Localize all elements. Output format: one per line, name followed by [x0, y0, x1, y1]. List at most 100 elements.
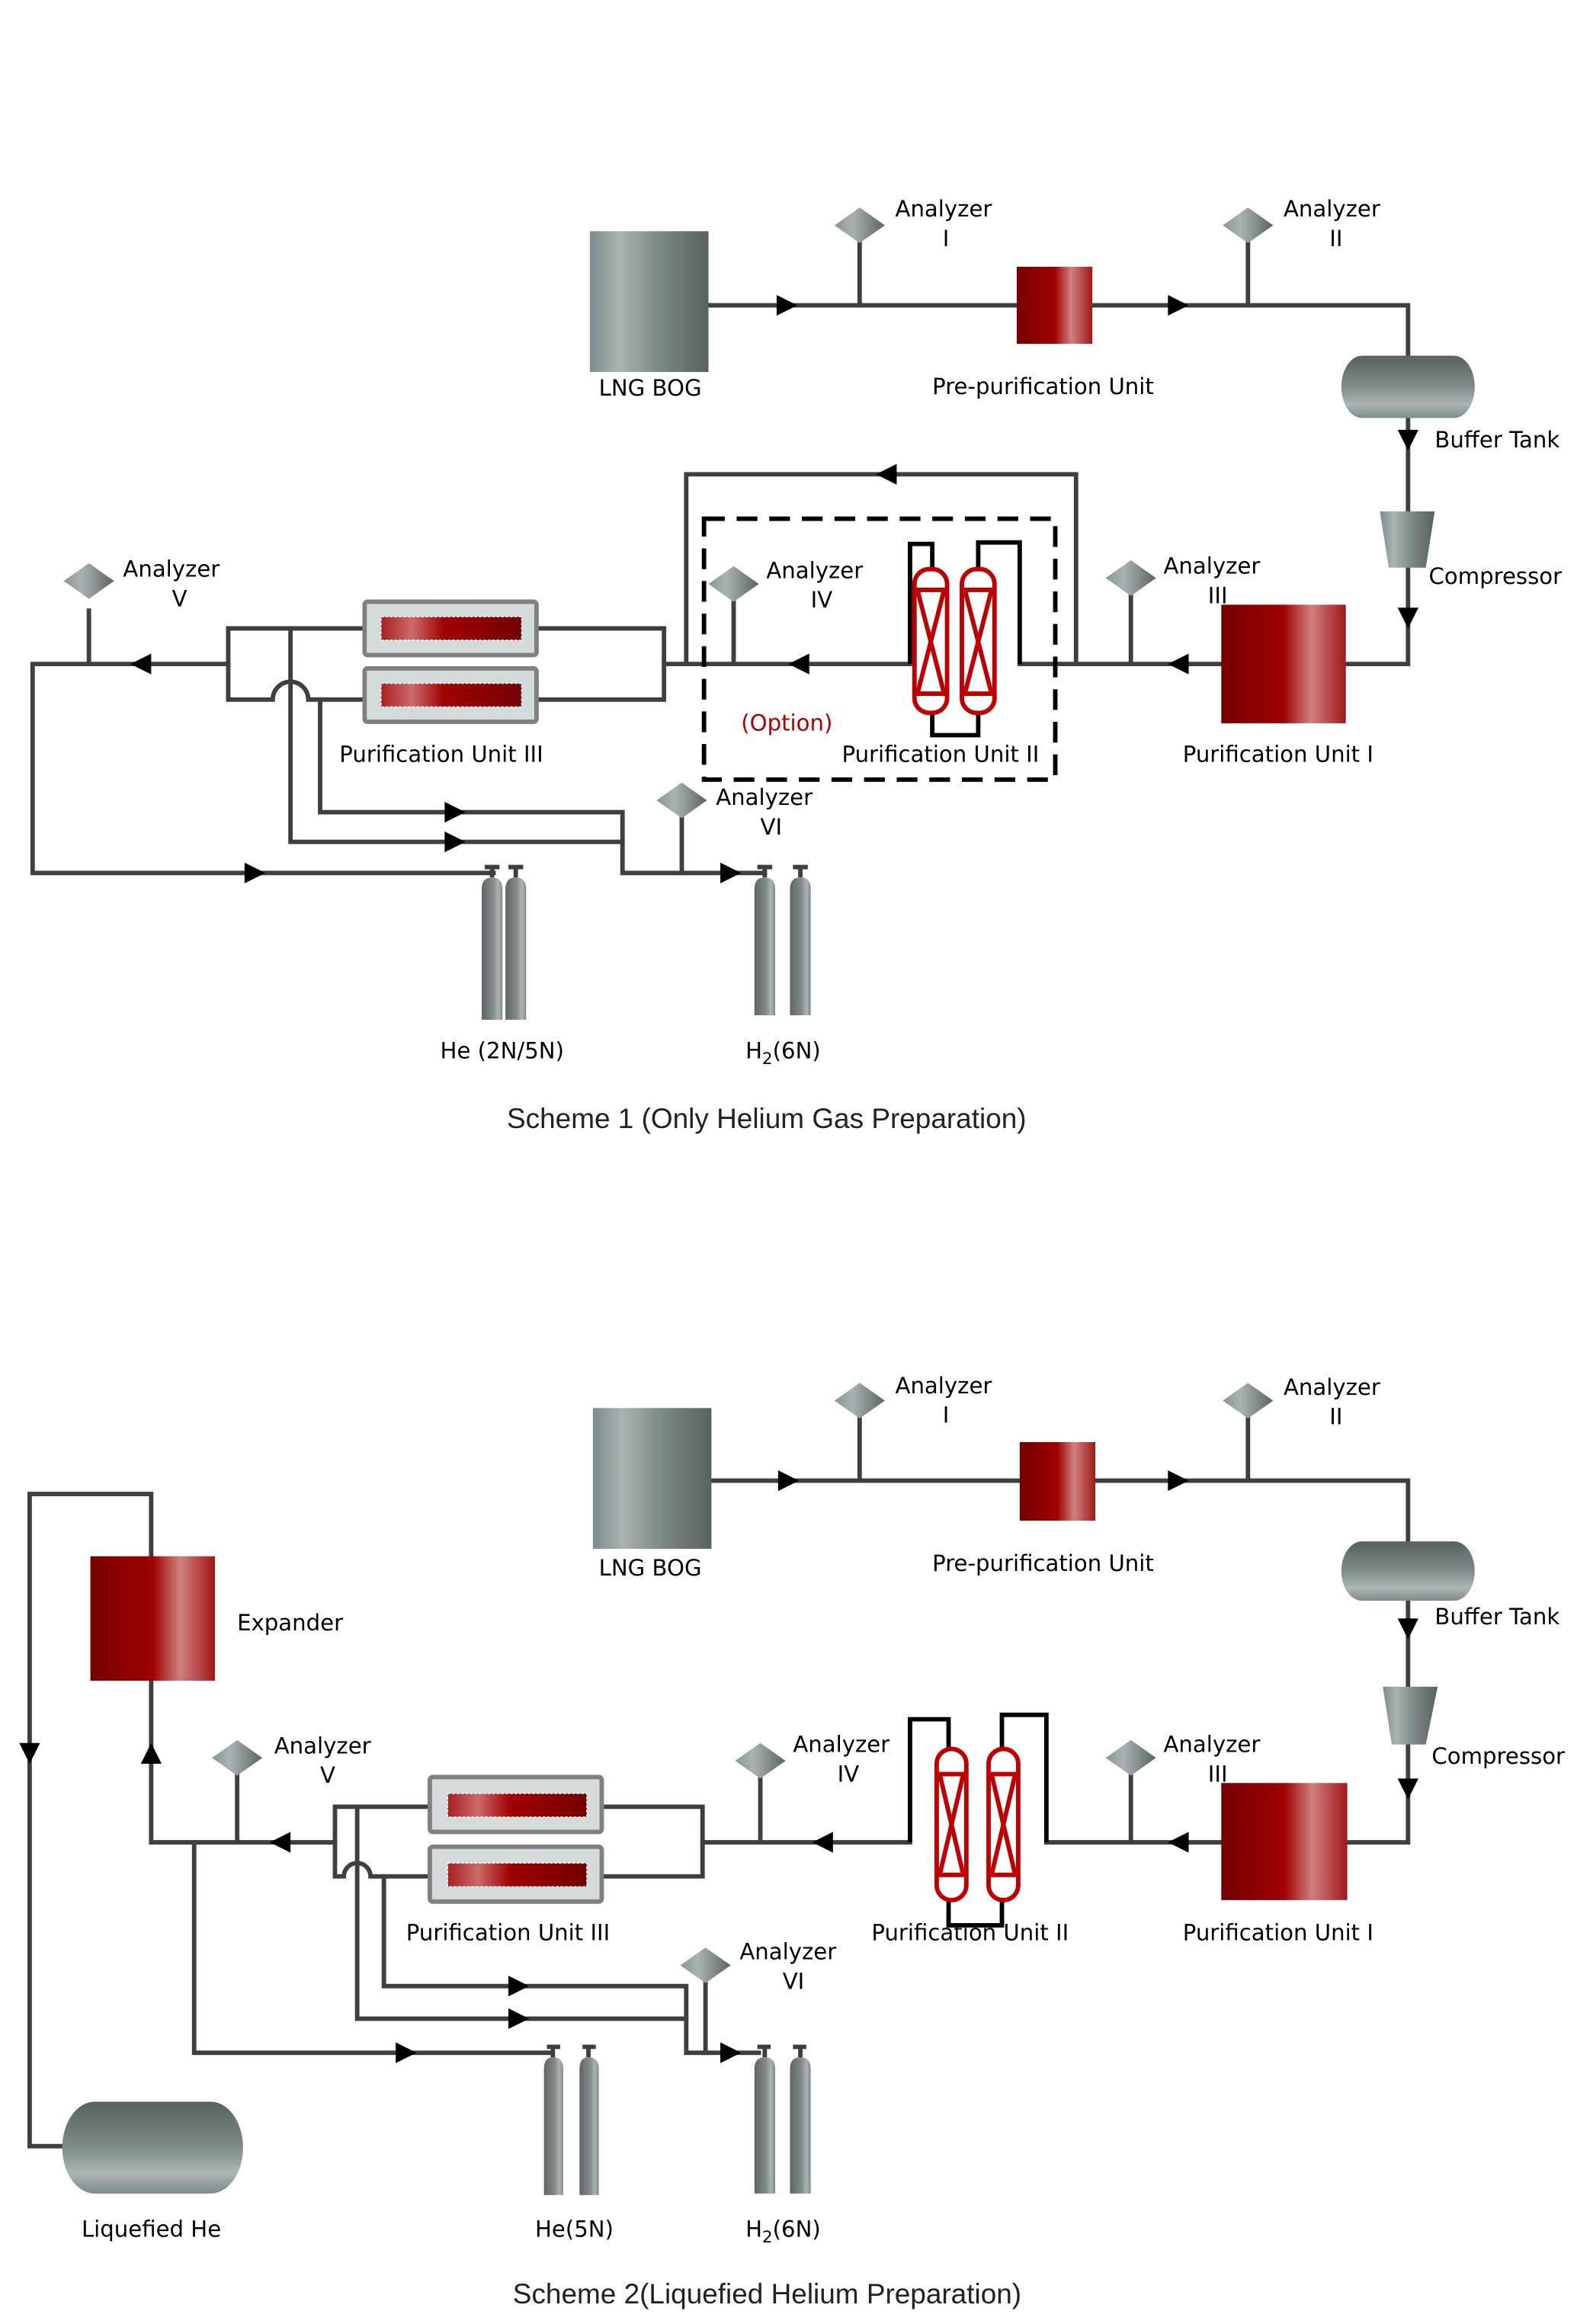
label-buffer-tank: Buffer Tank: [1434, 1604, 1559, 1630]
analyzer-stem: [86, 235, 1251, 876]
arrow-icon: [244, 862, 266, 883]
arrow-icon: [1397, 1618, 1418, 1640]
lng-bog-tank: [589, 231, 709, 373]
arrow-icon: [508, 2008, 530, 2030]
analyzer-3-icon: [1105, 560, 1156, 596]
arrow-icon: [812, 1832, 833, 1853]
arrow-icon: [1168, 294, 1189, 316]
pipe-purif3-left-manifold: [226, 626, 367, 702]
arrow-icon: [1168, 1832, 1189, 1853]
he-cylinders: [543, 2044, 599, 2195]
buffer-tank: [1341, 1541, 1475, 1601]
label-purification-1: Purification Unit I: [1183, 1919, 1373, 1945]
label-pre-purification: Pre-purification Unit: [932, 373, 1154, 399]
analyzer-3-icon: [1105, 1739, 1156, 1776]
analyzer-5-icon: [212, 1739, 263, 1776]
label-he-product: He (2N/5N): [441, 1037, 564, 1063]
pipe-purif3-right-manifold: [599, 1804, 705, 1879]
arrow-icon: [1168, 653, 1189, 675]
analyzer-2-icon: [1223, 1383, 1274, 1418]
compressor: [1380, 511, 1435, 568]
h2-cylinders: [754, 864, 811, 1015]
analyzer-1-icon: [834, 207, 885, 243]
pipe-he-product: [191, 1840, 554, 2056]
scheme-1: LNG BOG Pre-purification Unit Buffer Tan…: [30, 196, 1563, 1134]
h2-cylinders: [754, 2044, 811, 2194]
pipe-expander-loop: [27, 1492, 154, 2149]
lng-bog-tank: [592, 1408, 712, 1550]
arrow-icon: [140, 1742, 162, 1764]
purification-unit-2: [912, 566, 997, 716]
pre-purification-unit: [1019, 1442, 1096, 1521]
purification-unit-3: [362, 599, 539, 724]
label-compressor: Compressor: [1429, 563, 1563, 589]
pre-purification-unit: [1016, 267, 1093, 345]
label-option: (Option): [741, 710, 832, 736]
analyzer-6-icon: [656, 782, 707, 819]
scheme-2: LNG BOG Pre-purification Unit Buffer Tan…: [19, 1373, 1565, 2310]
purification-unit-1: [1221, 604, 1346, 723]
liquefied-he-tank: [62, 2101, 243, 2194]
option-boundary: [701, 516, 1058, 782]
analyzer-6-icon: [680, 1947, 731, 1983]
purification-unit-3: [428, 1774, 604, 1904]
arrow-icon: [444, 831, 466, 853]
pipe-h2-branch-b: [381, 1874, 761, 2056]
label-compressor: Compressor: [1431, 1743, 1565, 1769]
label-buffer-tank: Buffer Tank: [1434, 427, 1559, 453]
arrow-icon: [1397, 1778, 1418, 1800]
purif2-connectors: [908, 540, 1022, 738]
pipe-purif3-left-manifold: [332, 1804, 432, 1879]
label-pre-purification: Pre-purification Unit: [932, 1550, 1154, 1576]
pipe-buffer-to-purif1: [1343, 1598, 1411, 1845]
analyzer-5-icon: [63, 563, 114, 599]
pipe-h2-branch-b: [318, 697, 768, 876]
arrow-icon: [788, 653, 809, 675]
arrow-icon: [396, 2042, 417, 2063]
pipe-purif3-right-manifold: [534, 626, 667, 702]
analyzer-1-icon: [834, 1383, 885, 1418]
purification-unit-1: [1221, 1783, 1348, 1900]
arrow-icon: [776, 294, 798, 316]
pipe-h2-branch-a: [288, 626, 625, 845]
analyzer-diamonds: [212, 1383, 1274, 1983]
compressor: [1383, 1686, 1438, 1745]
he-cylinders: [481, 864, 527, 1020]
arrow-icon: [1397, 607, 1418, 629]
arrow-icon: [269, 1832, 291, 1853]
arrow-icon: [720, 862, 742, 883]
purif2-connectors: [908, 1712, 1049, 1928]
purification-unit-2: [934, 1746, 1021, 1902]
arrow-icon: [444, 801, 466, 823]
label-h2-product: H2(6N): [745, 2216, 821, 2247]
label-purification-3: Purification Unit III: [406, 1919, 610, 1945]
pipe-lng-to-buffer: [706, 303, 1411, 358]
scheme2-caption: Scheme 2(Liquefied Helium Preparation): [513, 2278, 1021, 2310]
analyzer-2-icon: [1223, 207, 1274, 243]
pipe-h2-branch-a: [354, 1804, 689, 2021]
label-lng-bog: LNG BOG: [599, 1555, 702, 1581]
label-lng-bog: LNG BOG: [599, 375, 702, 401]
label-purification-1: Purification Unit I: [1183, 741, 1373, 767]
arrow-icon: [720, 2042, 742, 2063]
pipe-lng-to-buffer: [709, 1478, 1411, 1544]
label-purification-2: Purification Unit II: [871, 1919, 1069, 1945]
analyzer-stem: [235, 1409, 1251, 2056]
flow-arrows: [19, 1470, 1418, 2063]
label-h2-product: H2(6N): [745, 1037, 821, 1069]
arrow-icon: [777, 1470, 800, 1492]
arrow-icon: [876, 463, 897, 485]
expander: [90, 1556, 215, 1681]
label-purification-2: Purification Unit II: [842, 741, 1040, 767]
